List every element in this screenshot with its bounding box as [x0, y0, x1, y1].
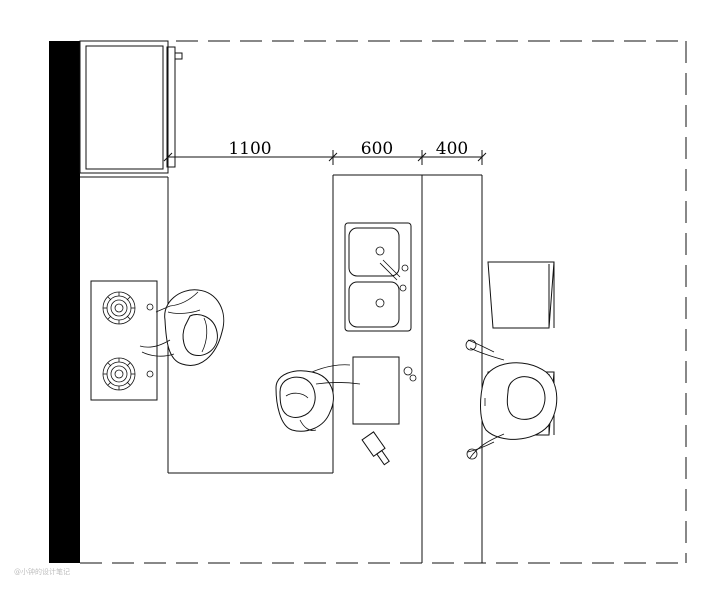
burner-top-icon: [102, 291, 136, 325]
person-at-sink-icon: [275, 364, 361, 432]
dimension-counter: 600: [333, 139, 427, 165]
watermark: @小钟的设计笔记: [14, 568, 70, 576]
burner-bottom-icon: [102, 357, 136, 391]
dimension-label-bar: 400: [436, 139, 468, 159]
gas-cooktop: [90, 280, 158, 401]
dimension-label-aisle: 1100: [228, 139, 271, 159]
seated-person-icon: [465, 339, 558, 460]
double-sink: [344, 222, 412, 332]
knob-top-icon: [146, 303, 154, 311]
bar-stool-top: [487, 261, 555, 329]
work-zone: [168, 175, 334, 474]
room-boundary: [80, 40, 687, 564]
cutting-board: [352, 356, 417, 425]
island-counter: [333, 174, 483, 563]
dimension-label-counter: 600: [361, 139, 393, 159]
knob-bottom-icon: [146, 370, 154, 378]
dimension-aisle: 1100: [163, 139, 338, 165]
person-at-stove-icon: [139, 289, 225, 366]
left-counter: [80, 176, 169, 473]
wall: [49, 41, 80, 563]
tall-cabinet: [79, 40, 183, 174]
cleaver-knife-icon: [361, 431, 390, 466]
faucet-icon: [379, 259, 401, 281]
dimension-bar: 400: [422, 139, 487, 165]
